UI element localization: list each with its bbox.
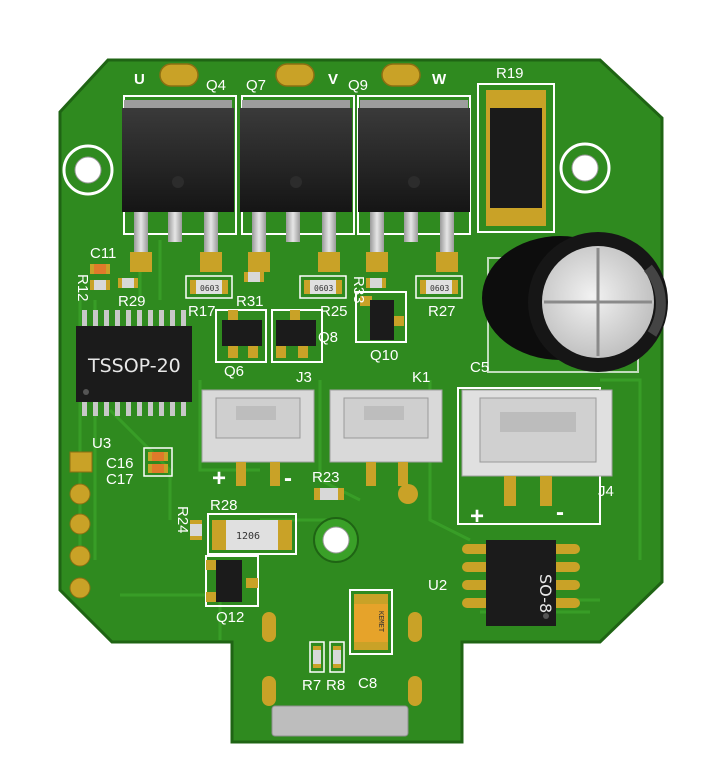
label-r31: R31 bbox=[236, 293, 264, 310]
resistor-r28-1206 bbox=[207, 513, 297, 555]
c8-marking: KEMET bbox=[377, 611, 385, 633]
label-j3: J3 bbox=[296, 369, 312, 386]
mounting-hole-center bbox=[313, 517, 359, 563]
connector-j4 bbox=[457, 387, 613, 525]
label-r7: R7 bbox=[302, 677, 321, 694]
label-q8: Q8 bbox=[318, 329, 338, 346]
label-q4: Q4 bbox=[206, 77, 226, 94]
label-phase-v: V bbox=[328, 71, 338, 88]
label-r17: R17 bbox=[188, 303, 216, 320]
mosfet-q9 bbox=[358, 100, 470, 256]
label-r8: R8 bbox=[326, 677, 345, 694]
label-j4: J4 bbox=[598, 483, 614, 500]
header-pins-left bbox=[69, 451, 93, 599]
mosfet-lead-pads bbox=[130, 252, 458, 272]
label-q12: Q12 bbox=[216, 609, 244, 626]
resistor-r19 bbox=[477, 83, 555, 233]
mosfet-q7 bbox=[240, 100, 352, 256]
transistor-q12 bbox=[205, 555, 259, 607]
label-c11: C11 bbox=[90, 245, 116, 262]
label-c5: C5 bbox=[470, 359, 489, 376]
label-q10: Q10 bbox=[370, 347, 398, 364]
u3-chip-marking: TSSOP-20 bbox=[87, 355, 181, 377]
smd-0603-resistors bbox=[90, 264, 463, 673]
label-r12: R12 bbox=[74, 274, 91, 302]
label-q7: Q7 bbox=[246, 77, 266, 94]
transistor-q8 bbox=[271, 309, 323, 363]
label-u3: U3 bbox=[92, 435, 111, 452]
r25-marking: 0603 bbox=[314, 284, 333, 293]
phase-pads bbox=[159, 63, 421, 87]
label-j4-minus: - bbox=[556, 499, 564, 526]
silkscreen-labels: U V W Q4 Q7 Q9 R19 C11 R12 R29 R17 R31 R… bbox=[74, 65, 614, 694]
usb-connector bbox=[271, 705, 409, 737]
label-phase-w: W bbox=[432, 71, 447, 88]
label-j3-minus: - bbox=[284, 465, 292, 492]
label-u2: U2 bbox=[428, 577, 447, 594]
label-q6: Q6 bbox=[224, 363, 244, 380]
label-q9: Q9 bbox=[348, 77, 368, 94]
transistor-q10 bbox=[355, 291, 407, 343]
label-r27: R27 bbox=[428, 303, 456, 320]
label-r19: R19 bbox=[496, 65, 524, 82]
mounting-hole-right bbox=[559, 142, 611, 194]
r27-marking: 0603 bbox=[430, 284, 449, 293]
ic-u2-so8 bbox=[462, 540, 580, 626]
u2-chip-marking: SO-8 bbox=[536, 574, 555, 613]
label-r29: R29 bbox=[118, 293, 146, 310]
label-r24: R24 bbox=[174, 506, 191, 534]
label-r33: R33 bbox=[350, 276, 367, 304]
label-r23: R23 bbox=[312, 469, 340, 486]
mosfet-q4 bbox=[122, 100, 234, 256]
r17-marking: 0603 bbox=[200, 284, 219, 293]
label-r28: R28 bbox=[210, 497, 238, 514]
r28-marking: 1206 bbox=[236, 531, 260, 542]
ic-u3-tssop20 bbox=[76, 310, 192, 416]
label-phase-u: U bbox=[134, 71, 145, 88]
label-r25: R25 bbox=[320, 303, 348, 320]
usb-mount-slots bbox=[262, 612, 422, 706]
connector-j3 bbox=[201, 389, 315, 486]
capacitor-c5 bbox=[482, 232, 668, 373]
label-k1: K1 bbox=[412, 369, 430, 386]
label-c16: C16 bbox=[106, 455, 134, 472]
label-j4-plus: + bbox=[470, 503, 484, 530]
label-c17: C17 bbox=[106, 471, 134, 488]
transistor-q6 bbox=[215, 309, 267, 363]
label-j3-plus: + bbox=[212, 465, 226, 492]
connector-k1 bbox=[329, 389, 443, 504]
capacitor-c8-tantalum bbox=[349, 589, 393, 655]
mounting-hole-left bbox=[62, 144, 114, 196]
label-c8: C8 bbox=[358, 675, 377, 692]
